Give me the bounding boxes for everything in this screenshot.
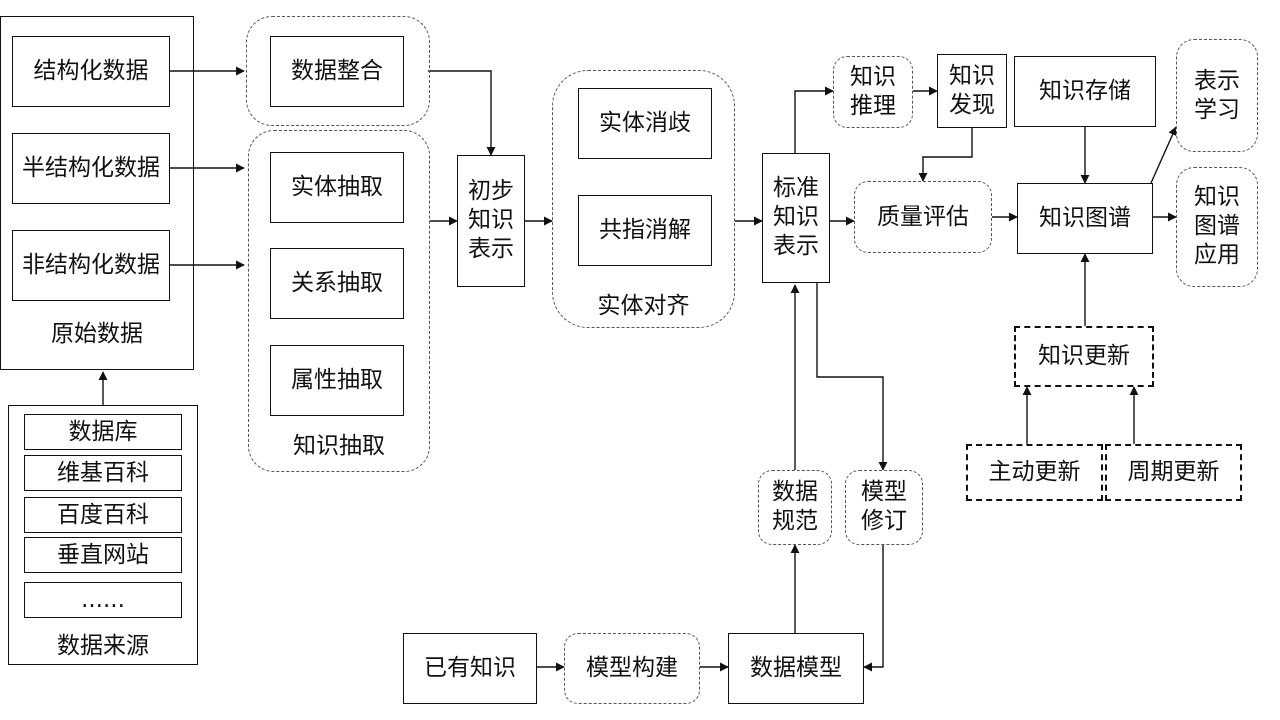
kg-app-line-2: 图谱 <box>1194 213 1240 239</box>
model-revision-line-2: 修订 <box>861 508 907 534</box>
unstructured-data-box: 非结构化数据 <box>12 230 170 301</box>
preliminary-line-2: 知识 <box>468 207 514 233</box>
data-norm-line-2: 规范 <box>772 508 818 534</box>
reasoning-line-2: 推理 <box>850 93 896 119</box>
source-ellipsis: ...... <box>24 582 182 618</box>
semi-structured-data-box: 半结构化数据 <box>12 133 170 204</box>
arrow-standard-to-reasoning <box>794 86 834 153</box>
data-sources-container <box>8 405 198 665</box>
standard-representation-box: 标准 知识 表示 <box>762 153 830 283</box>
knowledge-reasoning-box: 知识 推理 <box>833 56 913 128</box>
reasoning-line-1: 知识 <box>850 64 896 90</box>
periodic-update-box: 周期更新 <box>1105 444 1242 501</box>
existing-knowledge-box: 已有知识 <box>403 633 537 704</box>
repr-learning-line-1: 表示 <box>1194 68 1240 94</box>
source-baidu-baike: 百度百科 <box>24 497 182 533</box>
arrow-discovery-to-quality <box>918 128 973 182</box>
discovery-line-2: 发现 <box>949 92 995 118</box>
model-revision-box: 模型 修订 <box>845 470 923 545</box>
arrow-revision-to-model <box>863 545 884 672</box>
standard-line-1: 标准 <box>773 175 819 201</box>
entity-disambiguation-box: 实体消歧 <box>578 88 712 159</box>
data-model-box: 数据模型 <box>728 633 864 704</box>
attribute-extraction-box: 属性抽取 <box>270 345 404 416</box>
knowledge-discovery-box: 知识 发现 <box>937 54 1007 128</box>
data-norm-line-1: 数据 <box>772 479 818 505</box>
preliminary-line-1: 初步 <box>468 178 514 204</box>
entity-extraction-box: 实体抽取 <box>270 152 404 223</box>
discovery-line-1: 知识 <box>949 63 995 89</box>
kg-app-line-3: 应用 <box>1194 242 1240 268</box>
model-construction-box: 模型构建 <box>564 633 700 704</box>
repr-learning-line-2: 学习 <box>1194 97 1240 123</box>
kg-application-box: 知识 图谱 应用 <box>1176 167 1258 287</box>
knowledge-extraction-label: 知识抽取 <box>293 432 385 459</box>
raw-data-label: 原始数据 <box>51 320 143 347</box>
data-integration-group <box>246 16 430 126</box>
representation-learning-box: 表示 学习 <box>1176 39 1258 152</box>
quality-assessment-box: 质量评估 <box>854 181 992 253</box>
standard-line-2: 知识 <box>773 204 819 230</box>
entity-alignment-label: 实体对齐 <box>597 292 690 319</box>
data-integration-box: 数据整合 <box>270 36 404 107</box>
data-sources-label: 数据来源 <box>57 632 149 659</box>
arrow-standard-to-revision <box>816 283 888 471</box>
source-vertical-websites: 垂直网站 <box>24 537 182 573</box>
kg-app-line-1: 知识 <box>1194 184 1240 210</box>
arrow-integration-to-preliminary <box>428 70 496 156</box>
knowledge-extraction-group <box>248 130 430 472</box>
knowledge-graph-box: 知识图谱 <box>1017 183 1153 254</box>
source-database: 数据库 <box>24 414 182 450</box>
preliminary-representation-box: 初步 知识 表示 <box>457 155 525 287</box>
preliminary-line-3: 表示 <box>468 236 514 262</box>
coreference-resolution-box: 共指消解 <box>578 195 712 266</box>
relation-extraction-box: 关系抽取 <box>270 248 404 319</box>
knowledge-update-box: 知识更新 <box>1014 326 1154 387</box>
source-wikipedia: 维基百科 <box>24 455 182 491</box>
structured-data-box: 结构化数据 <box>12 36 170 107</box>
knowledge-storage-box: 知识存储 <box>1014 56 1156 127</box>
active-update-box: 主动更新 <box>966 444 1103 501</box>
entity-alignment-group <box>552 70 735 328</box>
raw-data-container <box>0 16 194 370</box>
model-revision-line-1: 模型 <box>861 479 907 505</box>
arrow-graph-to-repr-learning <box>1150 126 1177 184</box>
data-norm-box: 数据 规范 <box>758 470 832 545</box>
standard-line-3: 表示 <box>773 233 819 259</box>
